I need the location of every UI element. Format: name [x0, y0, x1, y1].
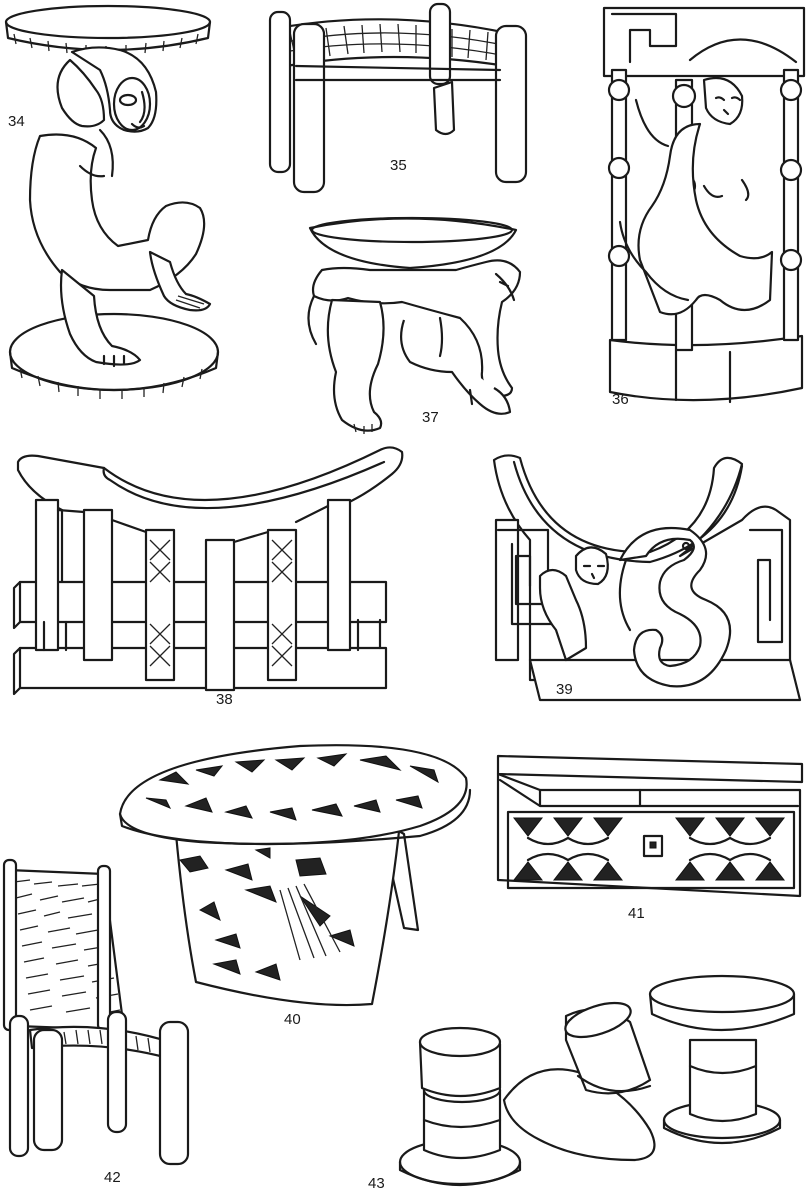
- figure-number-43: 43: [368, 1175, 385, 1191]
- caryatid-stool-icon: [4, 4, 220, 399]
- woven-chair-icon: [2, 858, 190, 1166]
- chest-carving-pattern: [512, 817, 786, 881]
- figure-number-40: 40: [284, 1011, 301, 1028]
- woven-stool-icon: [268, 2, 528, 194]
- animal-stool-icon: [307, 216, 522, 434]
- figure-number-37: 37: [422, 409, 439, 426]
- crescent-stool-icon: [12, 446, 404, 696]
- figure-number-41: 41: [628, 905, 645, 922]
- figure-number-36: 36: [612, 391, 629, 408]
- column-caryatid-stool-icon: [602, 6, 806, 404]
- spool-stools-icon: [398, 974, 796, 1187]
- figure-number-38: 38: [216, 691, 233, 708]
- figure-number-39: 39: [556, 681, 573, 698]
- figure-number-42: 42: [104, 1169, 121, 1186]
- carved-oval-stool-icon: [118, 744, 472, 1007]
- carved-chest-icon: [496, 754, 804, 898]
- figure-number-34: 34: [8, 113, 25, 130]
- figure-number-35: 35: [390, 157, 407, 174]
- snake-stool-icon: [492, 454, 802, 702]
